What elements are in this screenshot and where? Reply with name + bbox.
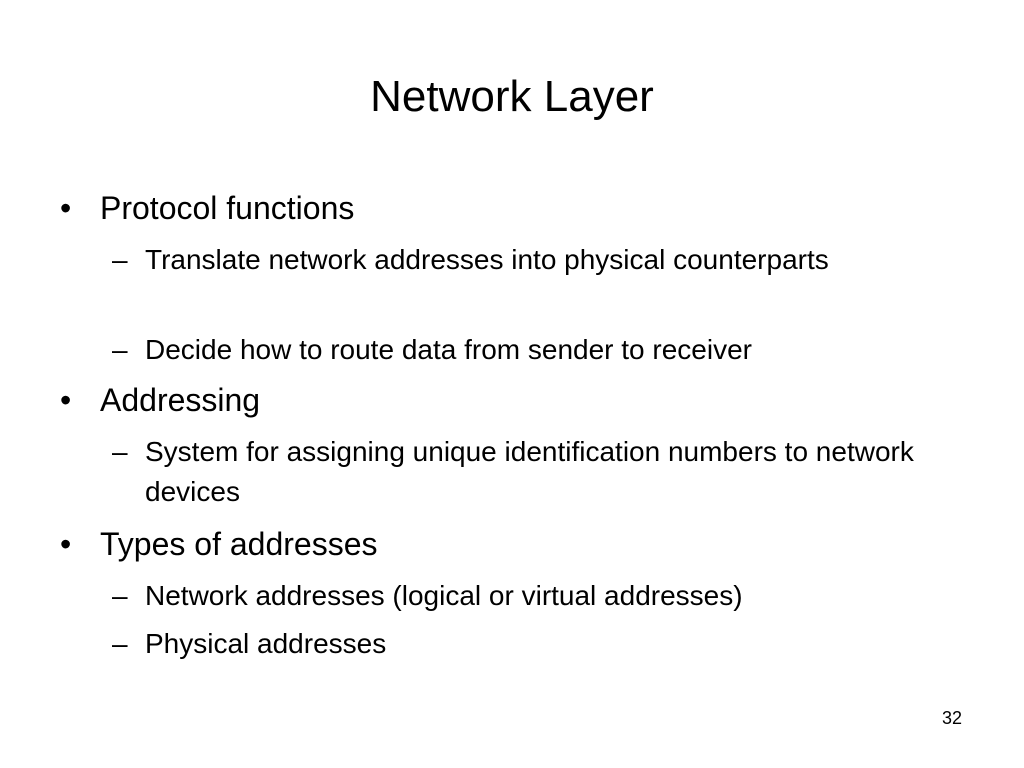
sub-bullet-text: Network addresses (logical or virtual ad… <box>145 580 743 611</box>
page-number: 32 <box>941 708 962 728</box>
sub-bullet-marker: – <box>112 436 128 467</box>
sub-bullet-marker: – <box>112 334 128 365</box>
bullet-text: Addressing <box>100 382 261 418</box>
sub-bullet-item: – Translate network addresses into physi… <box>112 240 972 280</box>
bullet-marker: • <box>60 526 72 562</box>
sub-bullet-marker: – <box>112 244 128 275</box>
bullet-marker: • <box>60 382 72 418</box>
sub-bullet-item: – Physical addresses <box>112 624 972 664</box>
sub-bullet-item: – Decide how to route data from sender t… <box>112 330 972 370</box>
sub-bullet-text: Physical addresses <box>145 628 387 659</box>
bullet-item: • Addressing <box>60 380 260 420</box>
bullet-marker: • <box>60 190 72 226</box>
bullet-text: Protocol functions <box>100 190 355 226</box>
bullet-item: • Types of addresses <box>60 524 377 564</box>
sub-bullet-text: Decide how to route data from sender to … <box>145 334 752 365</box>
sub-bullet-text: Translate network addresses into physica… <box>145 244 829 275</box>
sub-bullet-item: – System for assigning unique identifica… <box>112 432 972 512</box>
sub-bullet-marker: – <box>112 628 128 659</box>
sub-bullet-text: System for assigning unique identificati… <box>145 436 914 507</box>
sub-bullet-item: – Network addresses (logical or virtual … <box>112 576 972 616</box>
slide-title: Network Layer <box>370 72 654 121</box>
bullet-text: Types of addresses <box>100 526 378 562</box>
sub-bullet-marker: – <box>112 580 128 611</box>
bullet-item: • Protocol functions <box>60 188 354 228</box>
